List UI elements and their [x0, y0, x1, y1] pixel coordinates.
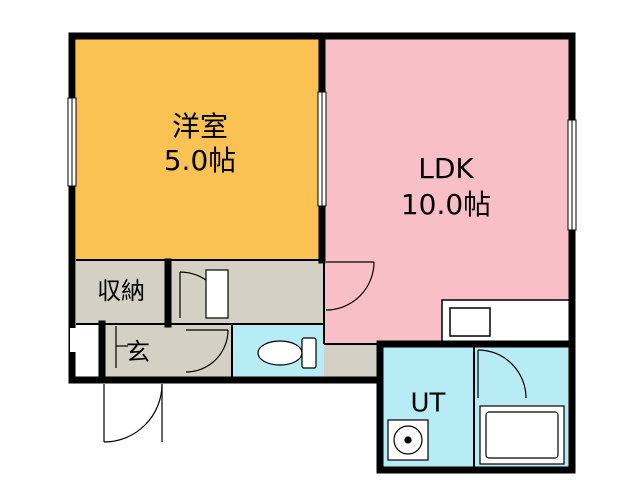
storage-label: 収納	[97, 277, 145, 305]
kitchen-counter	[441, 299, 571, 345]
ldk-door	[325, 261, 375, 311]
entrance-floor	[104, 324, 232, 382]
storage-door	[179, 269, 229, 319]
toilet-icon	[257, 337, 317, 369]
ldk-floor	[324, 38, 570, 344]
western-room-name: 洋室	[172, 110, 228, 143]
entrance-label: 玄	[126, 338, 150, 366]
door-openings	[70, 328, 76, 352]
toilet-door	[185, 329, 229, 373]
exterior-walls	[68, 32, 576, 474]
hall-lower-floor	[324, 344, 382, 382]
storage-floor	[76, 260, 170, 324]
window-east	[567, 119, 577, 231]
window-west	[67, 97, 77, 187]
western-room-size: 5.0帖	[164, 144, 237, 177]
western-room-floor	[76, 38, 324, 260]
washbasin-icon	[387, 419, 429, 461]
ldk-room-size: 10.0帖	[401, 188, 491, 221]
ldk-room-name: LDK	[418, 152, 474, 185]
window-center	[317, 91, 327, 207]
unit-bath-label: UT	[411, 389, 446, 419]
entrance-front-door	[103, 383, 163, 443]
bathtub-icon	[479, 405, 565, 465]
hall-floor	[170, 260, 324, 324]
inner-partitions	[76, 259, 475, 468]
bath-door	[477, 349, 527, 399]
entrance-step	[115, 326, 128, 368]
